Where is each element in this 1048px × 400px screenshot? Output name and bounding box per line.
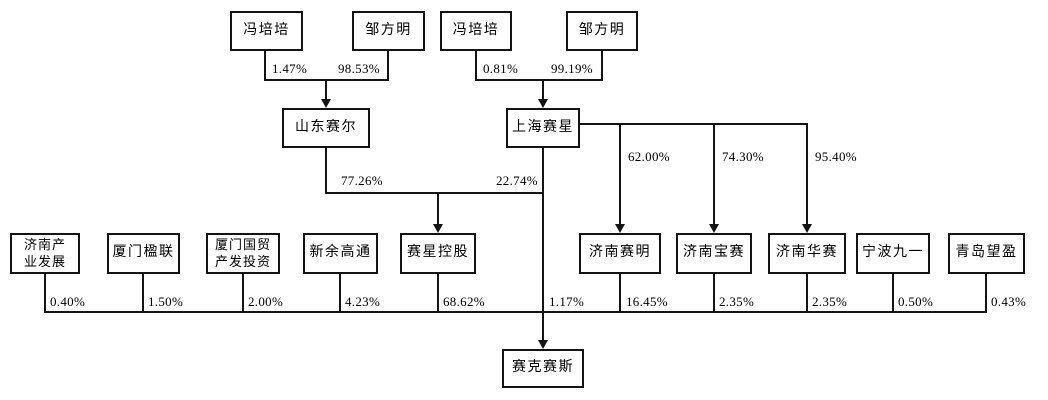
arrowhead-into-jinan-baosai xyxy=(709,224,719,233)
connector-branch-huasai xyxy=(806,123,808,224)
node-jinan-baosai: 济南宝赛 xyxy=(676,233,752,274)
arrowhead-into-jinan-saiming xyxy=(615,224,625,233)
connector-cluster-a-drop xyxy=(325,79,327,101)
node-feng-peipei-right: 冯培培 xyxy=(440,11,512,51)
connector-gaotong-down xyxy=(339,274,341,311)
pct-label-saiming: 16.45% xyxy=(626,294,668,309)
node-label: 赛星控股 xyxy=(407,245,469,261)
node-zou-fangming-right: 邹方明 xyxy=(566,11,638,51)
pct-label-saixing-to-huasai: 95.40% xyxy=(815,149,857,164)
connector-saixing-down-to-bus xyxy=(542,148,544,311)
pct-label-feng-a: 1.47% xyxy=(272,61,308,76)
node-saixing-holding: 赛星控股 xyxy=(400,233,476,274)
node-shandong-sair: 山东赛尔 xyxy=(282,108,370,148)
connector-cluster-b-drop xyxy=(542,79,544,101)
pct-label-chanye: 0.40% xyxy=(50,294,86,309)
pct-label-zou-a: 98.53% xyxy=(338,61,380,76)
pct-label-huasai: 2.35% xyxy=(812,294,848,309)
connector-yinglian-down xyxy=(142,274,144,311)
pct-label-yinglian: 1.50% xyxy=(148,294,184,309)
node-feng-peipei-left: 冯培培 xyxy=(230,11,303,51)
arrowhead-into-shanghai-saixing xyxy=(538,99,548,108)
connector-guomao-down xyxy=(242,274,244,311)
connector-saiming-down xyxy=(619,274,621,311)
node-jinan-saiming: 济南赛明 xyxy=(579,233,661,274)
connector-wangying-down xyxy=(985,274,987,311)
node-label: 宁波九一 xyxy=(862,245,924,261)
connector-cluster-b-merge xyxy=(475,79,603,81)
pct-label-saixing-to-holding: 22.74% xyxy=(496,173,538,188)
node-xiamen-yinglian: 厦门楹联 xyxy=(107,233,180,274)
connector-sair-down xyxy=(325,148,327,192)
connector-huasai-down xyxy=(806,274,808,311)
pct-label-zou-b: 99.19% xyxy=(551,61,593,76)
node-label: 山东赛尔 xyxy=(295,119,357,135)
node-label: 济南宝赛 xyxy=(683,245,745,261)
connector-saixing-right-branch xyxy=(580,123,808,125)
pct-label-holding: 68.62% xyxy=(443,294,485,309)
arrowhead-into-saixing-holding xyxy=(433,224,443,233)
connector-zou-b-down xyxy=(601,51,603,79)
pct-label-saixing-to-saiming: 62.00% xyxy=(628,149,670,164)
pct-label-jiuyi: 0.50% xyxy=(898,294,934,309)
node-zou-fangming-left: 邹方明 xyxy=(352,11,425,51)
node-label: 上海赛星 xyxy=(512,119,574,135)
node-jinan-huasai: 济南华赛 xyxy=(768,233,846,274)
pct-label-gaotong: 4.23% xyxy=(345,294,381,309)
arrowhead-into-saikesaisi xyxy=(538,340,548,349)
pct-label-saixing-to-baosai: 74.30% xyxy=(722,149,764,164)
node-xiamen-guomao-chanfa: 厦门国贸 产发投资 xyxy=(206,233,280,274)
node-label: 赛克赛斯 xyxy=(512,360,574,376)
pct-label-wangying: 0.43% xyxy=(991,294,1027,309)
node-label: 青岛望盈 xyxy=(955,245,1018,261)
connector-holding-merge xyxy=(325,192,544,194)
node-label: 济南华赛 xyxy=(776,245,838,261)
node-label: 新余高通 xyxy=(309,245,372,261)
connector-zou-a-down xyxy=(387,51,389,79)
connector-jiuyi-down xyxy=(892,274,894,311)
pct-label-sair-to-holding: 77.26% xyxy=(341,173,383,188)
pct-label-saixing-direct: 1.17% xyxy=(549,294,585,309)
connector-feng-b-down xyxy=(475,51,477,79)
node-label: 厦门国贸 产发投资 xyxy=(214,236,271,269)
node-label: 济南赛明 xyxy=(589,245,651,261)
node-qingdao-wangying: 青岛望盈 xyxy=(948,233,1025,274)
node-saikesaisi: 赛克赛斯 xyxy=(502,349,584,388)
arrowhead-into-shandong-sair xyxy=(321,99,331,108)
node-label: 冯培培 xyxy=(452,22,500,38)
connector-branch-baosai xyxy=(713,123,715,224)
arrowhead-into-jinan-huasai xyxy=(802,224,812,233)
connector-shareholder-bus xyxy=(44,311,987,313)
connector-holding-drop xyxy=(437,192,439,224)
pct-label-baosai: 2.35% xyxy=(719,294,755,309)
node-label: 厦门楹联 xyxy=(112,245,175,261)
connector-feng-a-down xyxy=(264,51,266,79)
node-label: 冯培培 xyxy=(243,22,290,38)
pct-label-feng-b: 0.81% xyxy=(483,61,519,76)
connector-branch-saiming xyxy=(619,123,621,224)
node-xinyu-gaotong: 新余高通 xyxy=(303,233,378,274)
node-jinan-chanye-fazhan: 济南产 业发展 xyxy=(10,233,80,274)
node-ningbo-jiuyi: 宁波九一 xyxy=(856,233,930,274)
node-shanghai-saixing: 上海赛星 xyxy=(506,108,580,148)
node-label: 邹方明 xyxy=(578,22,626,38)
connector-chanye-down xyxy=(44,274,46,311)
connector-bus-to-issuer xyxy=(542,311,544,341)
pct-label-guomao: 2.00% xyxy=(248,294,284,309)
node-label: 济南产 业发展 xyxy=(23,236,66,269)
connector-baosai-down xyxy=(713,274,715,311)
node-label: 邹方明 xyxy=(365,22,412,38)
connector-holding-down xyxy=(437,274,439,311)
